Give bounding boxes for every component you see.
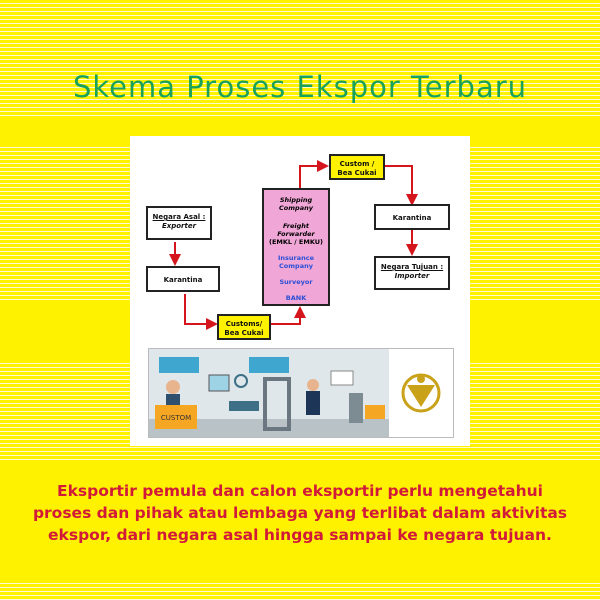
negara-asal-sub: Exporter (161, 221, 197, 230)
custom-sign: CUSTOM (161, 414, 191, 422)
flow-arrows (169, 160, 418, 330)
negara-tujuan-label: Negara Tujuan : (380, 263, 444, 271)
negara-asal-label: Negara Asal : (152, 213, 206, 221)
customs-top-line2: Bea Cukai (337, 168, 377, 177)
custom-desk (155, 405, 197, 429)
customs-top-line1: Custom / (339, 160, 375, 168)
customs-bottom-line2: Bea Cukai (224, 328, 264, 337)
box-center-parties: Shipping Company Freight Forwarder (EMKL… (262, 188, 330, 306)
caption-text: Eksportir pemula dan calon eksportir per… (32, 482, 568, 544)
stripe-band-bottom (0, 462, 600, 580)
center-freight: Freight Forwarder (277, 222, 315, 238)
negara-tujuan-sub: Importer (394, 271, 430, 280)
center-shipping: Shipping Company (279, 196, 313, 212)
center-surveyor: Surveyor (279, 278, 313, 286)
center-insurance: Insurance Company (277, 254, 315, 270)
box-karantina-right: Karantina (374, 204, 450, 230)
box-customs-bottom: Customs/ Bea Cukai (217, 314, 271, 340)
diagram-card: Negara Asal : Exporter Karantina Customs… (130, 136, 470, 446)
box-negara-asal: Negara Asal : Exporter (146, 206, 212, 240)
box-negara-tujuan: Negara Tujuan : Importer (374, 256, 450, 290)
box-karantina-left: Karantina (146, 266, 220, 292)
center-emkl: (EMKL / EMKU) (268, 238, 324, 246)
box-customs-top: Custom / Bea Cukai (329, 154, 385, 180)
center-bank: BANK (285, 294, 307, 302)
page-title: Skema Proses Ekspor Terbaru (72, 70, 528, 104)
customs-bottom-line1: Customs/ (225, 320, 263, 328)
customs-scene-art: CUSTOM (149, 349, 453, 437)
customs-illustration: CUSTOM (148, 348, 454, 438)
